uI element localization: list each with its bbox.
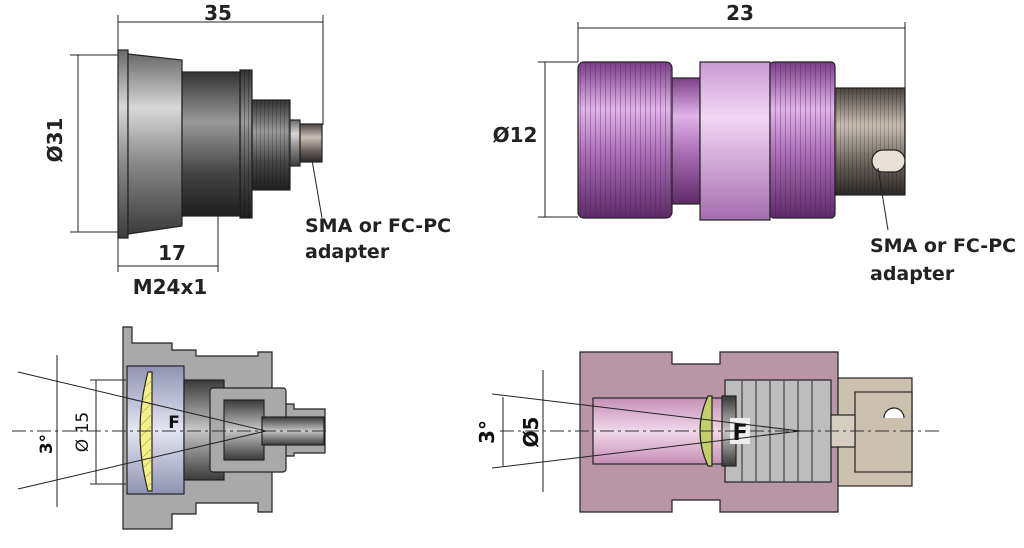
- thread-label: M24x1: [133, 275, 208, 299]
- diameter-dimension: Ø12: [493, 123, 538, 147]
- aperture-dimension: Ø5: [519, 417, 543, 448]
- focus-label: F: [168, 413, 180, 433]
- adapter-label-line2: adapter: [305, 241, 390, 263]
- adapter-label-line2: adapter: [870, 263, 955, 285]
- aperture-dimension: Ø 15: [73, 412, 93, 452]
- adapter-label: SMA or FC-PC: [870, 235, 1016, 257]
- large-collimator-section: 3° Ø 15 F: [12, 326, 330, 530]
- diameter-dimension: Ø31: [43, 118, 67, 163]
- large-collimator-view: 35 Ø31 17 M24x1 SMA or FC-PC adapter: [43, 1, 451, 299]
- divergence-angle: 3°: [37, 434, 57, 454]
- small-collimator-view: 23 Ø12 SMA or FC-PC adapter: [493, 1, 1016, 285]
- divergence-angle: 3°: [475, 420, 499, 444]
- width-dimension: 35: [204, 1, 232, 25]
- adapter-label: SMA or FC-PC: [305, 215, 451, 237]
- small-collimator-section: 3° Ø5 F: [475, 351, 940, 513]
- width-dimension: 23: [726, 1, 754, 25]
- focus-label: F: [732, 421, 747, 446]
- length-dimension: 17: [158, 241, 186, 265]
